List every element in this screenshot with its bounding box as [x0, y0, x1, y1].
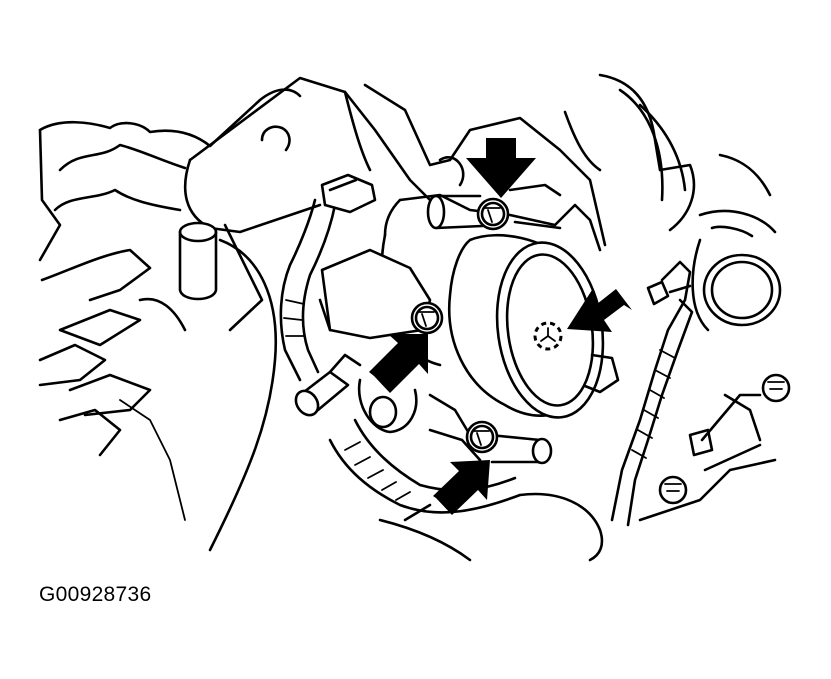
arrow-lower-bolt: [433, 460, 490, 515]
upper-bolt: [476, 197, 510, 231]
power-steering-pump: [318, 193, 602, 462]
lower-right-parts: [638, 373, 791, 522]
pipe-outlet-bottom: [488, 433, 553, 465]
pipe-inlet-top: [426, 183, 562, 230]
hose-lower: [328, 418, 604, 562]
engine-block-left: [38, 88, 302, 552]
hose-right: [610, 260, 694, 527]
upper-components: [363, 73, 777, 247]
arrow-left-bolt: [369, 334, 428, 393]
pipe-outlet-left: [294, 353, 362, 417]
pump-pulley: [447, 233, 620, 419]
hose-left: [279, 173, 377, 382]
mounting-stud: [178, 221, 218, 301]
arrow-upper-bolt: [466, 138, 536, 198]
left-bolt: [410, 301, 444, 335]
hose-fitting-right: [691, 225, 782, 332]
arrow-pulley-center: [567, 289, 632, 332]
figure-id-label: G00928736: [39, 583, 152, 606]
lower-bolt: [465, 420, 499, 454]
